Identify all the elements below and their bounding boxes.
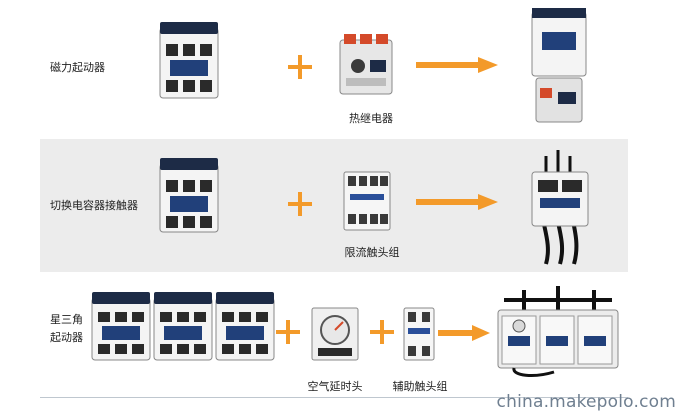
contactor-image-2 <box>159 158 219 233</box>
auxiliary-contact-image <box>403 307 435 361</box>
thermal-relay-caption: 热继电器 <box>349 112 393 125</box>
auxiliary-contact-caption: 辅助触头组 <box>392 380 448 393</box>
contactor-image-3c <box>215 292 275 361</box>
row3-label-line2: 起动器 <box>50 331 83 344</box>
starter-assembly-image <box>531 8 587 123</box>
arrow-right-icon <box>416 57 498 73</box>
capacitor-contactor-image <box>531 150 589 265</box>
row1-label: 磁力起动器 <box>50 61 105 74</box>
divider <box>40 397 628 398</box>
row2-label: 切换电容器接触器 <box>50 199 138 212</box>
contactor-image-1 <box>159 22 219 99</box>
contact-block-image <box>343 171 391 231</box>
thermal-relay-image <box>339 34 393 95</box>
highlight-band <box>40 139 628 272</box>
timer-block-image <box>311 307 359 361</box>
timer-block-caption: 空气延时头 <box>307 380 363 393</box>
contactor-image-3b <box>153 292 213 361</box>
plus-icon <box>370 320 394 344</box>
watermark: china.makepolo.com <box>496 392 676 412</box>
contact-block-caption: 限流触头组 <box>344 246 400 259</box>
arrow-right-icon <box>416 194 498 210</box>
arrow-right-icon <box>438 325 490 341</box>
plus-icon <box>288 192 312 216</box>
star-delta-starter-image <box>497 286 619 377</box>
plus-icon <box>288 55 312 79</box>
row3-label-line1: 星三角 <box>50 313 83 326</box>
contactor-image-3a <box>91 292 151 361</box>
plus-icon <box>276 320 300 344</box>
